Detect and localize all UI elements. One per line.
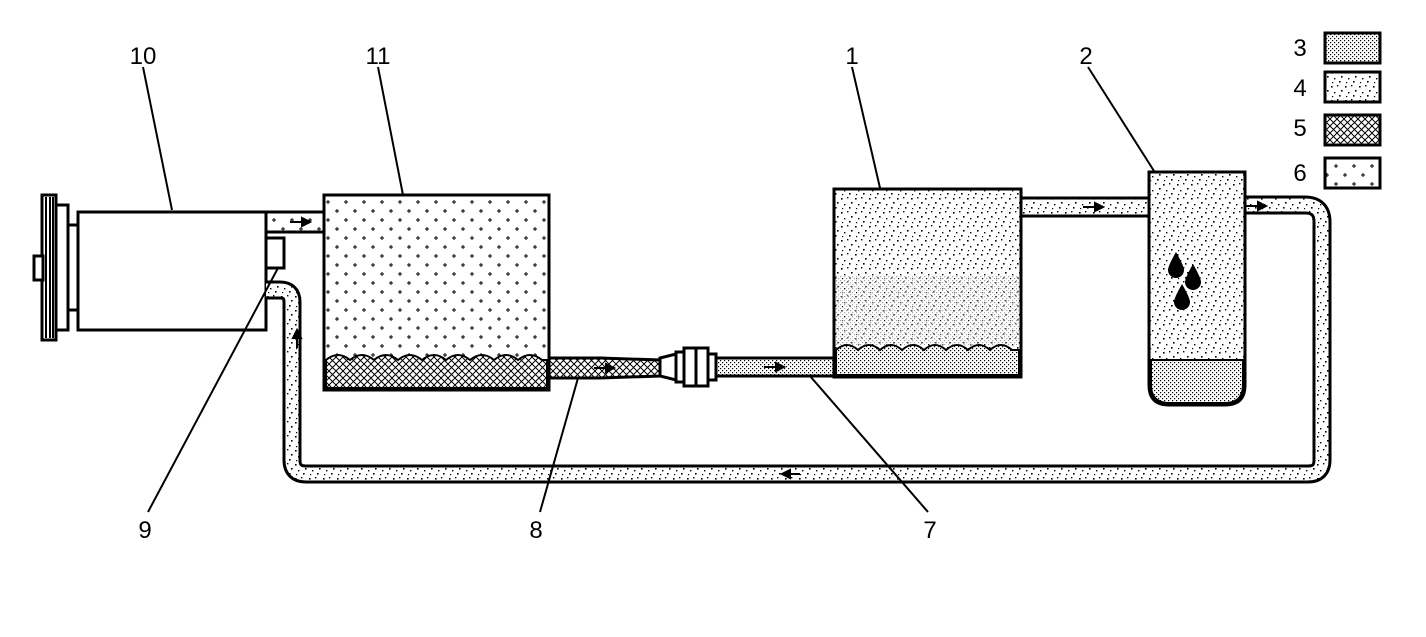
arrow-right-icon — [1083, 201, 1106, 213]
legend-swatch-crosshatch — [1323, 113, 1382, 147]
arrow-right-icon — [1246, 200, 1269, 212]
legend-label-3: 3 — [1293, 35, 1306, 62]
arrow-left-icon — [779, 468, 800, 480]
legend-label-4: 4 — [1293, 75, 1306, 102]
compressor — [32, 193, 286, 342]
callout-7: 7 — [923, 517, 936, 544]
suction-line — [266, 195, 1332, 484]
legend-swatch-coarse-stipple — [1323, 70, 1382, 104]
legend-label-5: 5 — [1293, 115, 1306, 142]
legend: 3 4 5 6 — [1293, 31, 1382, 190]
callout-2: 2 — [1079, 43, 1092, 70]
oil-droplet-icon — [1185, 264, 1201, 290]
callout-8: 8 — [529, 517, 542, 544]
orifice-tube-fitting — [658, 346, 718, 388]
legend-label-6: 6 — [1293, 160, 1306, 187]
flow-arrows — [290, 200, 1269, 480]
arrow-right-icon — [290, 216, 313, 228]
arrow-right-icon — [764, 361, 787, 373]
arrow-right-icon — [594, 362, 617, 374]
condenser — [322, 193, 551, 392]
accumulator — [1147, 170, 1247, 407]
leader-lines — [142, 66, 1155, 513]
callout-1: 1 — [845, 43, 858, 70]
oil-droplet-icon — [1174, 284, 1190, 310]
callout-9: 9 — [138, 517, 151, 544]
callout-11: 11 — [366, 43, 391, 70]
oil-droplet-icon — [1168, 252, 1184, 278]
callout-10: 10 — [130, 43, 157, 70]
legend-swatch-plus-dots — [1323, 156, 1382, 190]
arrow-up-icon — [291, 327, 303, 348]
legend-swatch-fine-stipple — [1323, 31, 1382, 65]
evaporator — [832, 187, 1023, 379]
